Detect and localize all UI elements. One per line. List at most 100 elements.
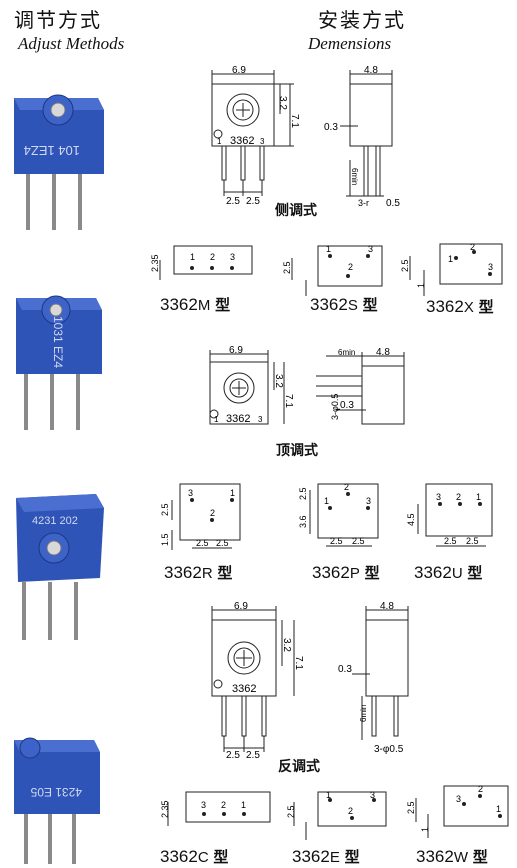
model-number: 3362 — [310, 295, 348, 314]
product-photo-top-adjust: 1031 EZ4 — [16, 295, 102, 430]
dim-label: 2.5 — [216, 538, 229, 548]
part-number: 3362 — [232, 683, 256, 695]
model-suffix: M — [197, 297, 211, 314]
dim-h2: 7.1 — [283, 394, 294, 408]
model-number: 3362 — [414, 563, 452, 582]
pin-label: 2 — [456, 492, 461, 502]
model-number: 3362 — [164, 563, 202, 582]
dim-depth: 4.8 — [380, 601, 394, 612]
dim-pin-length: 6min — [359, 705, 368, 722]
adjust-methods-title-cn: 调节方式 — [14, 8, 102, 32]
dim-pin-width: 0.5 — [386, 198, 400, 209]
variant-3362e-drawing: 1 3 2 2.5 — [286, 790, 387, 840]
back-adjust-drawing: 6.9 4.8 3.2 7.1 3362 0.3 6min 3-φ0.5 2.5… — [211, 601, 409, 760]
model-number: 3362 — [292, 847, 330, 866]
variant-3362c-label: 3362C 型 — [160, 846, 228, 867]
top-adjust-caption: 顶调式 — [276, 443, 318, 459]
variant-3362r-label: 3362R 型 — [164, 562, 232, 583]
variant-3362p-label: 3362P 型 — [312, 562, 380, 583]
pin-label: 3 — [366, 496, 371, 506]
model-type: 型 — [215, 296, 231, 314]
pin-label: 3 — [370, 790, 375, 800]
dim-label: 1.5 — [160, 533, 170, 546]
pin-label: 2 — [348, 262, 353, 272]
model-type: 型 — [217, 564, 233, 582]
dim-h2: 7.1 — [289, 114, 300, 128]
dimensions-title-en: Demensions — [308, 34, 392, 53]
model-suffix: S — [347, 297, 358, 314]
pin-label: 1 — [241, 800, 246, 810]
dim-label: 2.35 — [150, 254, 160, 272]
dim-label: 2.5 — [400, 259, 410, 272]
pin-label: 1 — [190, 252, 195, 262]
model-type: 型 — [213, 848, 229, 866]
dim-depth: 4.8 — [376, 347, 390, 358]
variant-3362s-drawing: 1 2 3 2.5 — [282, 244, 383, 296]
dim-h1: 3.2 — [281, 638, 292, 652]
dim-pitch-1: 2.5 — [226, 196, 240, 207]
model-suffix: P — [349, 565, 360, 582]
dim-pitch-2: 2.5 — [246, 750, 260, 760]
product-photo-top-adjust-2: 4231 202 — [16, 494, 104, 640]
dim-pin-length: 6min — [350, 168, 359, 185]
dim-label: 2.5 — [330, 536, 343, 546]
product-photo-side-adjust: 104 1EZ4 — [14, 94, 104, 230]
dim-label: 2.5 — [282, 261, 292, 274]
dim-pin-prefix: 3-r — [358, 198, 369, 208]
dim-width: 6.9 — [229, 346, 243, 356]
pin-label: 1 — [448, 254, 453, 264]
dim-label: 2.5 — [160, 503, 170, 516]
variant-3362u-label: 3362U 型 — [414, 562, 482, 583]
dim-h1: 3.2 — [277, 96, 288, 110]
pin-label: 3 — [368, 244, 373, 254]
dim-label: 2.5 — [196, 538, 209, 548]
pin-label: 1 — [326, 244, 331, 254]
pin-label: 3 — [188, 488, 193, 498]
top-adjust-drawing: 6.9 6min 4.8 3.2 7.1 3362 1 3 3-φ0.5 0.3 — [209, 346, 405, 425]
pin-label: 2 — [478, 784, 483, 794]
model-type: 型 — [364, 564, 380, 582]
dim-offset: 0.3 — [324, 122, 338, 133]
pin-label: 1 — [324, 496, 329, 506]
model-type: 型 — [478, 298, 494, 316]
dim-label: 2.5 — [444, 536, 457, 546]
pin-label: 2 — [221, 800, 226, 810]
variant-3362w-label: 3362W 型 — [416, 846, 488, 867]
model-suffix: R — [201, 565, 213, 582]
photo-marking: 4231 202 — [32, 515, 78, 527]
model-number: 3362 — [416, 847, 454, 866]
model-suffix: W — [453, 849, 468, 866]
dim-label: 4.5 — [406, 513, 416, 526]
model-number: 3362 — [312, 563, 350, 582]
variant-3362p-drawing: 1 2 3 2.5 3.6 2.5 2.5 — [298, 482, 379, 547]
variant-3362x-label: 3362X 型 — [426, 296, 494, 317]
product-photo-back-adjust: 4231 E05 — [14, 737, 100, 864]
pins-label: 3-φ0.5 — [330, 394, 340, 420]
dim-label: 1 — [420, 827, 430, 832]
pin-label: 2 — [470, 242, 475, 252]
variant-3362m-label: 3362M 型 — [160, 294, 230, 315]
pin-label: 3 — [436, 492, 441, 502]
pin-1-label: 1 — [214, 415, 219, 424]
model-suffix: U — [451, 565, 463, 582]
model-suffix: C — [197, 849, 209, 866]
variant-3362e-label: 3362E 型 — [292, 846, 360, 867]
dim-offset: 0.3 — [340, 400, 354, 411]
pin-label: 2 — [210, 508, 215, 518]
dim-h1: 3.2 — [273, 374, 284, 388]
pin-label: 2 — [344, 482, 349, 492]
side-adjust-caption: 侧调式 — [275, 203, 317, 219]
pin-label: 3 — [488, 262, 493, 272]
pin-label: 1 — [230, 488, 235, 498]
dim-label: 2.35 — [160, 800, 170, 818]
photo-marking: 1031 EZ4 — [51, 316, 65, 368]
pin-3-label: 3 — [258, 415, 263, 424]
dim-label: 2.5 — [466, 536, 479, 546]
pin-label: 1 — [496, 804, 501, 814]
back-adjust-caption: 反调式 — [278, 759, 320, 775]
pin-label: 1 — [326, 790, 331, 800]
model-number: 3362 — [426, 297, 464, 316]
model-suffix: E — [329, 849, 340, 866]
variant-3362s-label: 3362S 型 — [310, 294, 378, 315]
model-type: 型 — [472, 848, 488, 866]
